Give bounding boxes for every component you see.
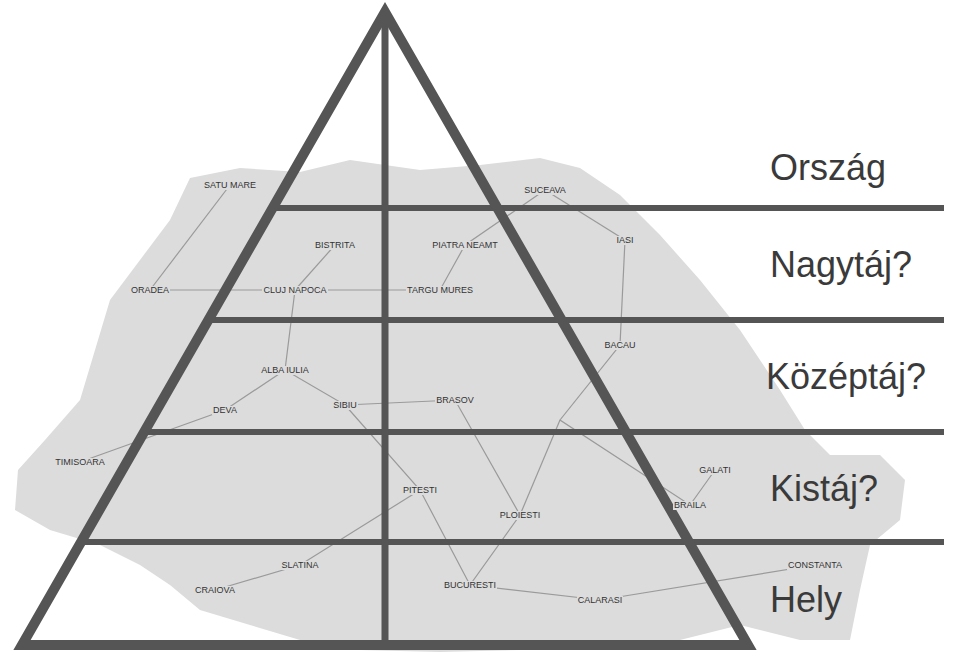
city-name: SATU MARE [203,181,257,190]
level-line [144,429,944,435]
city-name: PLOIESTI [499,511,542,520]
level-line [81,539,944,545]
level-line [208,317,944,323]
city-name: CONSTANTA [787,561,843,570]
city-name: PITESTI [402,486,438,495]
level-label: Kistáj? [770,468,878,509]
road [295,245,335,290]
city-name: CLUJ NAPOCA [262,286,327,295]
city-name: BRAILA [673,501,707,510]
level-label: Középtáj? [766,356,926,397]
road [545,190,625,240]
city-name: SUCEAVA [523,186,567,195]
city-name: ORADEA [130,286,170,295]
city-name: TIMISOARA [54,458,106,467]
city-name: ALBA IULIA [260,366,310,375]
map-roads [80,185,815,600]
city-name: SIBIU [332,401,358,410]
city-name: CALARASI [577,596,624,605]
city-name: TARGU MURES [406,286,474,295]
city-name: GALATI [698,466,731,475]
road [150,185,230,290]
city-name: SLATINA [281,561,320,570]
pyramid-outline [22,12,748,645]
road [560,240,715,505]
pyramid-frame [22,12,944,645]
city-name: BISTRITA [314,241,356,250]
city-name: IASI [615,236,634,245]
city-name: DEVA [212,406,238,415]
level-label: Ország [770,147,886,188]
city-name: BUCURESTI [443,581,497,590]
road [80,370,285,462]
city-name: PIATRA NEAMT [431,241,498,250]
city-name: BACAU [603,341,636,350]
level-label: Hely [770,579,842,620]
road [285,290,815,600]
city-name: CRAIOVA [194,586,236,595]
level-line [272,205,944,211]
pyramid-axis [382,14,389,645]
map-region [15,158,905,652]
city-name: BRASOV [435,396,475,405]
level-label: Nagytáj? [770,244,912,285]
